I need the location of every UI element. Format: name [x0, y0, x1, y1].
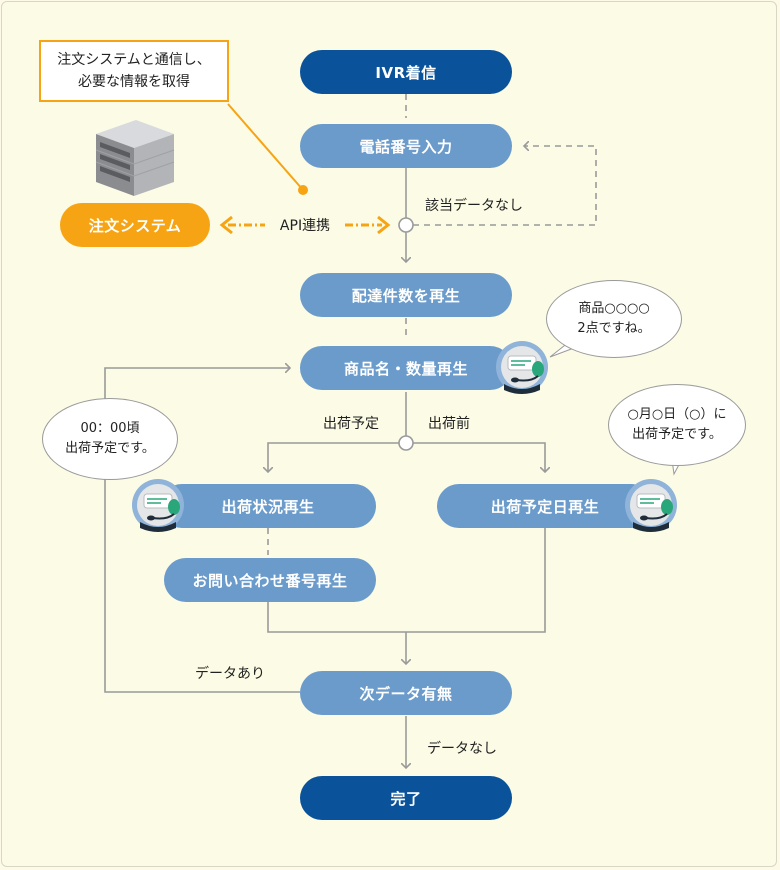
- shipping-status-node: 出荷状況再生: [160, 484, 376, 528]
- complete-node: 完了: [300, 776, 512, 820]
- speech-bubble-product: 商品○○○○ 2点ですね。: [546, 280, 682, 358]
- operator-avatar-icon: [496, 341, 548, 394]
- no-data-label: データなし: [427, 741, 497, 757]
- api-label: API連携: [268, 216, 342, 236]
- note-line-2: 必要な情報を取得: [78, 74, 190, 90]
- has-data-label: データあり: [195, 666, 265, 682]
- ivr-node: IVR着信: [300, 50, 512, 94]
- bubble-time-line-1: 00：00頃: [80, 421, 140, 436]
- speech-bubble-date: ○月○日（○）に 出荷予定です。: [608, 384, 746, 466]
- note-line-1: 注文システムと通信し、: [57, 52, 211, 68]
- server-icon: [95, 120, 175, 196]
- inquiry-number-node: お問い合わせ番号再生: [164, 558, 376, 602]
- no-match-label: 該当データなし: [425, 198, 523, 214]
- operator-avatar-icon: [625, 479, 677, 532]
- bubble-product-line-2: 2点ですね。: [577, 321, 651, 336]
- bubble-product-line-1: 商品○○○○: [578, 301, 650, 316]
- shipping-date-node: 出荷予定日再生: [437, 484, 653, 528]
- before-ship-label: 出荷前: [428, 416, 470, 432]
- next-data-node: 次データ有無: [300, 671, 512, 715]
- scheduled-label: 出荷予定: [323, 416, 379, 432]
- speech-bubble-time: 00：00頃 出荷予定です。: [42, 398, 178, 480]
- phone-input-node: 電話番号入力: [300, 124, 512, 168]
- order-system-node: 注文システム: [60, 203, 210, 247]
- bubble-date-line-2: 出荷予定です。: [632, 427, 722, 442]
- operator-avatar-icon: [132, 479, 184, 532]
- order-system-note: 注文システムと通信し、 必要な情報を取得: [39, 40, 229, 102]
- bubble-time-line-2: 出荷予定です。: [65, 441, 155, 456]
- product-qty-node: 商品名・数量再生: [300, 346, 512, 390]
- delivery-count-node: 配達件数を再生: [300, 273, 512, 317]
- bubble-date-line-1: ○月○日（○）に: [627, 407, 727, 422]
